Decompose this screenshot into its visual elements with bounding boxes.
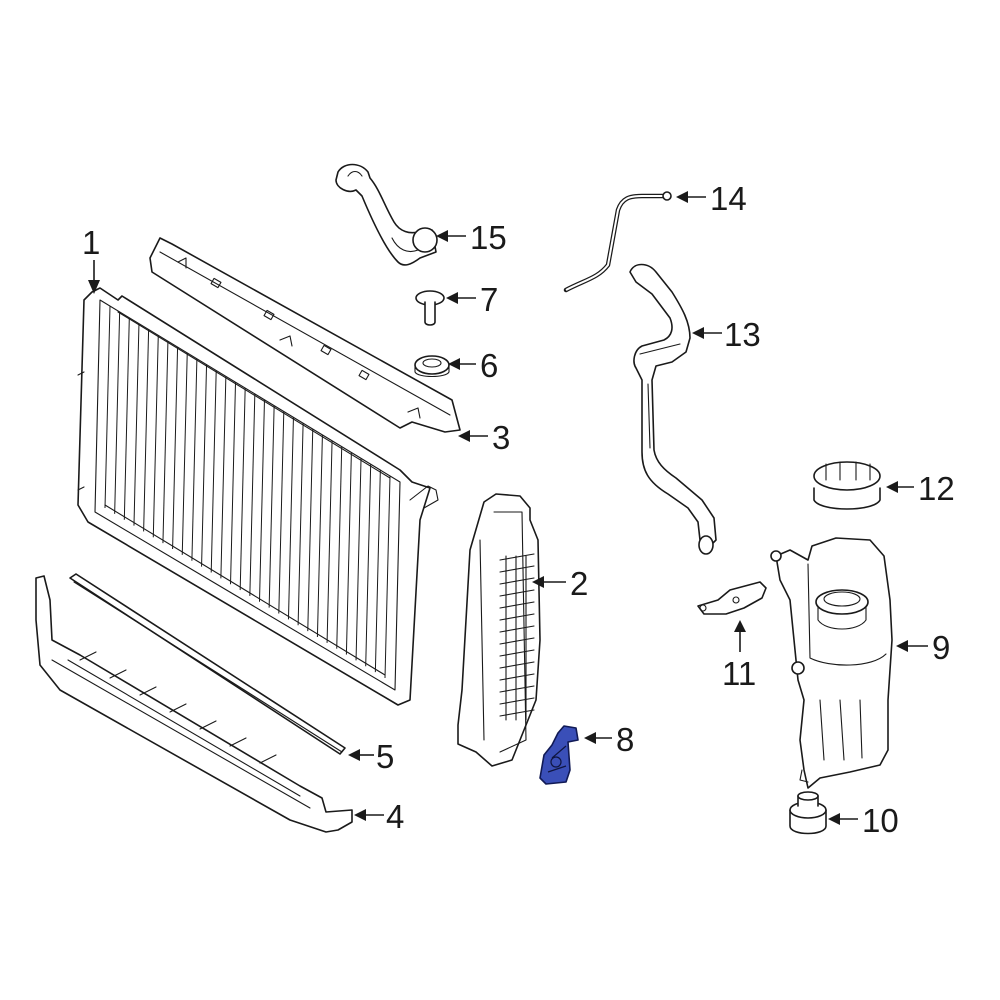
radiator-fin <box>172 347 179 550</box>
cap-part-12[interactable] <box>813 461 881 510</box>
radiator-fin <box>326 440 333 643</box>
radiator-fin <box>230 382 237 585</box>
bracket-part-8-highlighted[interactable] <box>539 725 579 785</box>
radiator-fin <box>210 370 217 573</box>
side-air-duct-part-2[interactable] <box>457 493 541 767</box>
callout-label-14: 14 <box>710 180 747 217</box>
callout-label-3: 3 <box>492 419 510 456</box>
radiator-fin <box>307 429 314 632</box>
callout-label-11: 11 <box>722 655 756 692</box>
radiator-fin <box>114 311 121 514</box>
seal-strip-part-5[interactable] <box>69 573 346 755</box>
radiator-fin <box>133 323 140 526</box>
callout-6[interactable]: 6 <box>448 347 498 384</box>
hose-part-15[interactable] <box>335 163 438 266</box>
callout-1[interactable]: 1 <box>82 224 100 294</box>
radiator-fin <box>104 305 111 509</box>
radiator-fin <box>201 364 208 567</box>
vent-line-part-14[interactable] <box>563 191 672 293</box>
callout-label-5: 5 <box>376 738 394 775</box>
radiator-fin <box>355 458 362 661</box>
radiator-fin <box>181 352 188 555</box>
radiator-fin <box>152 335 159 538</box>
bushing-part-10[interactable] <box>789 791 827 835</box>
radiator-fins <box>104 305 391 679</box>
radiator-fin <box>162 341 169 544</box>
callout-label-12: 12 <box>918 470 955 507</box>
callout-label-9: 9 <box>932 629 950 666</box>
radiator-fin <box>384 475 391 679</box>
radiator-fin <box>316 434 323 637</box>
radiator-fin <box>345 452 352 655</box>
callout-label-4: 4 <box>386 798 404 835</box>
lower-air-guide-part-4[interactable] <box>35 575 353 833</box>
upper-mount-bracket-part-3[interactable] <box>149 237 461 433</box>
clip-part-7[interactable] <box>415 290 445 326</box>
grommet-part-6[interactable] <box>414 355 450 378</box>
callout-9[interactable]: 9 <box>896 629 950 666</box>
radiator-fin <box>365 464 372 667</box>
radiator-fin <box>297 423 304 626</box>
callout-label-7: 7 <box>480 281 498 318</box>
radiator-fin <box>123 317 130 520</box>
callout-label-6: 6 <box>480 347 498 384</box>
radiator-fin <box>191 358 198 561</box>
expansion-tank-part-9[interactable] <box>770 537 893 789</box>
radiator-fin <box>258 399 265 602</box>
duct-grille <box>499 553 535 721</box>
callout-3[interactable]: 3 <box>458 419 510 456</box>
radiator-fin <box>374 470 381 673</box>
radiator-fin <box>268 405 275 608</box>
callout-4[interactable]: 4 <box>354 798 404 835</box>
callout-15[interactable]: 15 <box>436 219 507 256</box>
callout-7[interactable]: 7 <box>446 281 498 318</box>
callout-label-8: 8 <box>616 721 634 758</box>
callout-10[interactable]: 10 <box>828 802 899 839</box>
radiator-fin <box>239 388 246 591</box>
callout-label-13: 13 <box>724 316 761 353</box>
radiator-fin <box>278 411 285 614</box>
callout-label-2: 2 <box>570 565 588 602</box>
callout-11[interactable]: 11 <box>722 620 756 692</box>
radiator-fin <box>249 393 256 596</box>
callout-8[interactable]: 8 <box>584 721 634 758</box>
callout-label-10: 10 <box>862 802 899 839</box>
radiator-fin <box>287 417 294 620</box>
callout-14[interactable]: 14 <box>676 180 747 217</box>
hose-part-13[interactable] <box>629 263 717 555</box>
radiator-part-1[interactable] <box>77 287 439 706</box>
radiator-fin <box>143 329 150 532</box>
radiator-fin <box>220 376 227 579</box>
callouts: 1 2 3 4 5 6 7 <box>82 180 955 839</box>
callout-label-15: 15 <box>470 219 507 256</box>
callout-2[interactable]: 2 <box>532 565 588 602</box>
callout-5[interactable]: 5 <box>348 738 394 775</box>
radiator-fin <box>336 446 343 649</box>
callout-13[interactable]: 13 <box>692 316 761 353</box>
small-bracket-part-11[interactable] <box>697 581 767 615</box>
callout-12[interactable]: 12 <box>886 470 955 507</box>
callout-label-1: 1 <box>82 224 100 261</box>
